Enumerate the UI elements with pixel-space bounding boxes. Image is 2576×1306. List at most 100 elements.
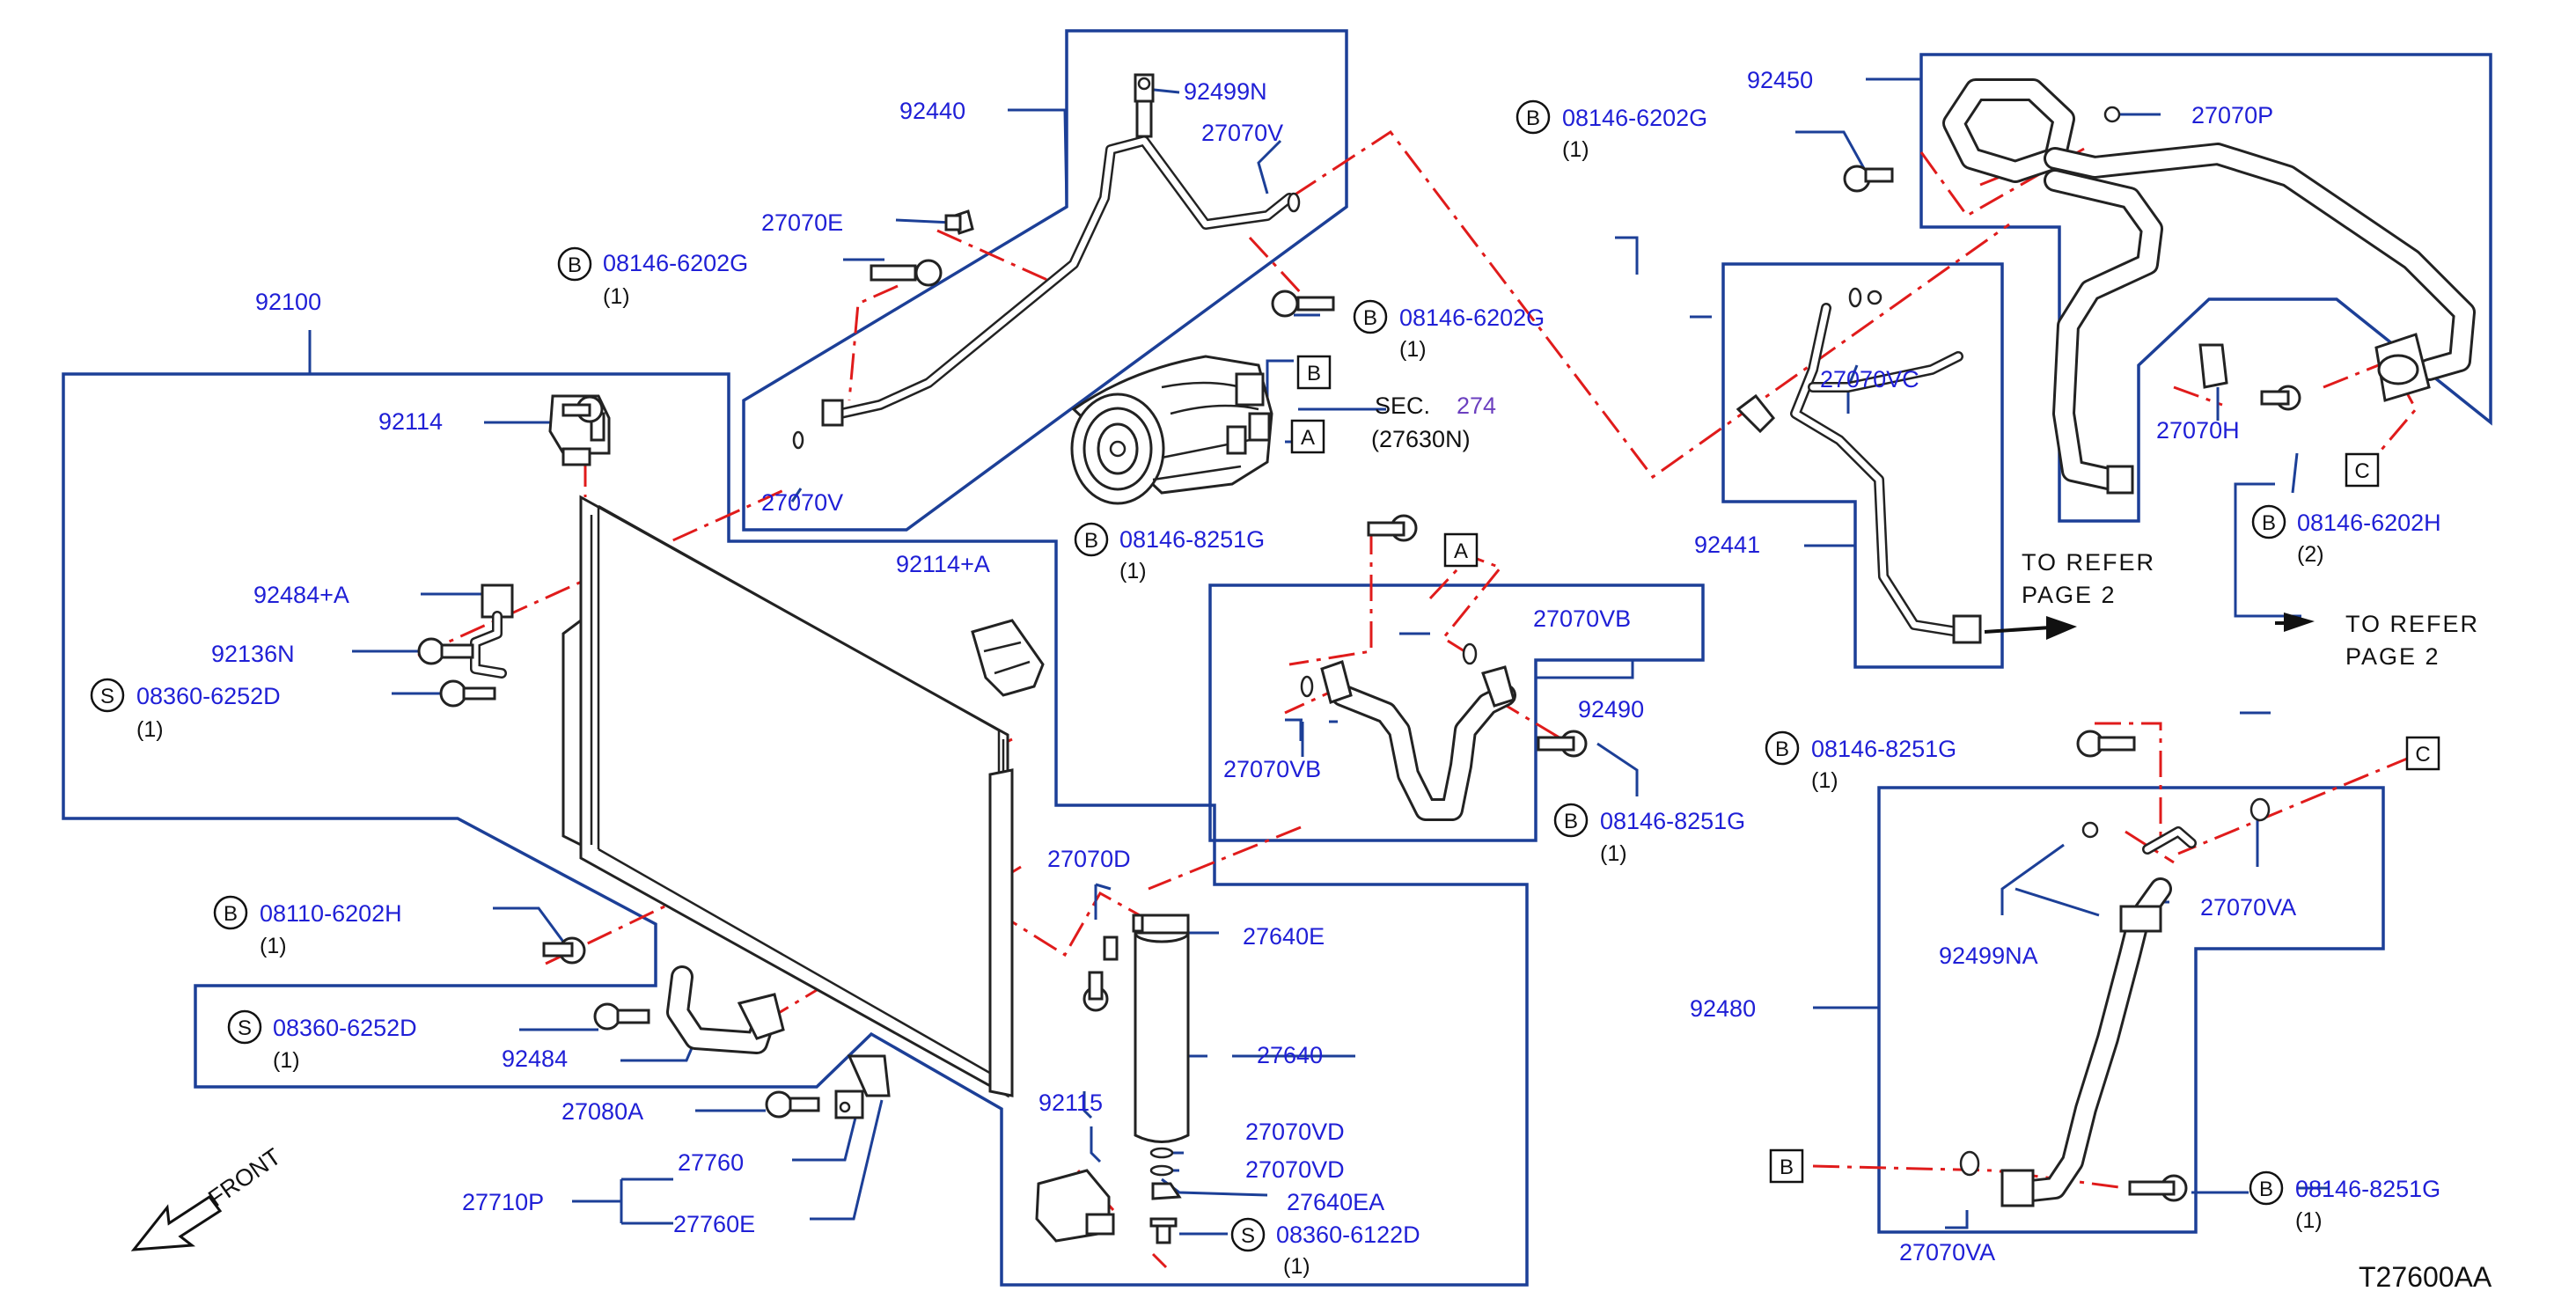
refer-notes: TO REFER PAGE 2 TO REFER PAGE 2 <box>1984 549 2479 670</box>
fastener-08146-6202g-top: B 08146-6202G (1) <box>1516 99 1707 162</box>
arrow-right-icon <box>1984 626 2051 634</box>
svg-text:(2): (2) <box>2297 542 2324 567</box>
svg-text:TO REFER: TO REFER <box>2022 549 2155 576</box>
o-rings <box>792 106 2271 1177</box>
label-27070v-top: 27070V <box>1201 120 1283 146</box>
label-92440: 92440 <box>899 98 965 124</box>
svg-text:08146-8251G: 08146-8251G <box>1811 736 1956 762</box>
label-27070vb-left: 27070VB <box>1223 756 1321 782</box>
pipe-92441 <box>1736 290 1982 644</box>
svg-text:(1): (1) <box>136 717 164 742</box>
label-27070vd-b: 27070VD <box>1245 1156 1345 1183</box>
svg-text:C: C <box>2354 459 2369 483</box>
svg-text:C: C <box>2415 743 2430 767</box>
compressor <box>1070 355 1273 505</box>
label-27080a: 27080A <box>561 1098 643 1125</box>
svg-text:A: A <box>1454 539 1468 563</box>
svg-text:(1): (1) <box>603 284 630 309</box>
svg-text:08146-8251G: 08146-8251G <box>2295 1176 2440 1202</box>
svg-text:B: B <box>2259 1178 2273 1201</box>
group-92441-outline <box>1721 262 2004 669</box>
svg-text:08360-6252D: 08360-6252D <box>273 1015 417 1041</box>
pipe-92450 <box>1942 78 2476 495</box>
bracket-92484 <box>666 965 785 1054</box>
front-indicator: FRONT <box>130 1143 286 1251</box>
svg-text:08146-8251G: 08146-8251G <box>1600 808 1745 834</box>
label-27710p: 27710P <box>462 1189 544 1215</box>
label-92450: 92450 <box>1747 67 1813 93</box>
fastener-08360-6252d-a: S 08360-6252D (1) <box>90 678 281 742</box>
label-92490: 92490 <box>1578 696 1644 723</box>
label-27070v-left: 27070V <box>761 489 843 516</box>
sensor-92115 <box>1035 1169 1115 1243</box>
callout-a-92490: A <box>1443 532 1479 568</box>
svg-text:(1): (1) <box>1600 841 1627 866</box>
hose-92480 <box>2000 821 2197 1207</box>
label-92114-a: 92114+A <box>896 551 990 577</box>
fastener-08146-8251g-upper: B 08146-8251G (1) <box>1765 730 1956 793</box>
label-27070vd-a: 27070VD <box>1245 1119 1345 1145</box>
svg-text:B: B <box>1084 529 1098 553</box>
group-92490-outline <box>1208 583 1705 842</box>
label-27760e: 27760E <box>673 1211 755 1237</box>
svg-text:B: B <box>1307 362 1321 385</box>
svg-text:B: B <box>1363 306 1377 330</box>
svg-text:(1): (1) <box>1283 1254 1310 1279</box>
condenser <box>561 495 1014 1098</box>
group-92440-outline <box>742 29 1348 532</box>
section-number: 274 <box>1457 393 1496 419</box>
callout-b-compressor: B <box>1296 355 1332 390</box>
label-27070va-bottom: 27070VA <box>1899 1239 1995 1266</box>
label-92499n: 92499N <box>1184 78 1267 105</box>
callout-c-92480: C <box>2405 736 2440 771</box>
svg-text:B: B <box>1775 737 1789 761</box>
svg-text:S: S <box>238 1016 252 1040</box>
svg-text:08146-6202G: 08146-6202G <box>603 250 748 276</box>
label-27070vc: 27070VC <box>1820 366 1919 393</box>
svg-text:08110-6202H: 08110-6202H <box>260 900 402 927</box>
fastener-08146-6202h-right: B 08146-6202H (2) <box>2251 504 2441 567</box>
group-outlines <box>62 29 2492 1287</box>
svg-text:B: B <box>224 902 238 926</box>
svg-text:(1): (1) <box>273 1048 300 1073</box>
hose-92490 <box>1320 660 1516 821</box>
label-27640: 27640 <box>1257 1042 1323 1068</box>
section-sub: (27630N) <box>1371 426 1471 452</box>
svg-text:B: B <box>568 253 582 277</box>
svg-text:S: S <box>100 685 114 708</box>
svg-text:(1): (1) <box>2295 1208 2323 1233</box>
callout-c-92450: C <box>2345 452 2380 488</box>
pipe-92440 <box>821 73 1295 427</box>
svg-text:08146-6202G: 08146-6202G <box>1562 105 1707 131</box>
svg-text:08360-6122D: 08360-6122D <box>1276 1222 1420 1248</box>
label-27640e: 27640E <box>1243 923 1325 950</box>
callout-boxes: B A A C C B <box>1290 355 2440 1184</box>
fastener-08360-6252d-b: S 08360-6252D (1) <box>227 1009 417 1073</box>
svg-text:(1): (1) <box>1811 768 1838 793</box>
svg-text:S: S <box>1241 1224 1255 1248</box>
svg-text:B: B <box>1564 810 1578 833</box>
svg-text:PAGE 2: PAGE 2 <box>2022 582 2117 608</box>
fastener-08146-6202g-mid: B 08146-6202G (1) <box>1353 299 1545 362</box>
svg-text:TO REFER: TO REFER <box>2345 611 2479 637</box>
bracket-92484a <box>470 583 514 679</box>
front-arrow-icon <box>130 1194 223 1251</box>
label-92484-a: 92484+A <box>253 582 349 608</box>
svg-text:08360-6252D: 08360-6252D <box>136 683 281 709</box>
label-27070d: 27070D <box>1047 846 1131 872</box>
group-92480-outline <box>1877 786 2385 1234</box>
fastener-08146-8251g-92490: B 08146-8251G (1) <box>1553 803 1745 866</box>
section-reference: SEC. 274 (27630N) <box>1371 393 1496 452</box>
section-prefix: SEC. <box>1375 393 1430 419</box>
svg-text:B: B <box>1780 1156 1794 1179</box>
label-27640ea: 27640EA <box>1287 1189 1384 1215</box>
label-92100: 92100 <box>255 289 321 315</box>
svg-text:(1): (1) <box>1562 137 1589 162</box>
svg-text:(1): (1) <box>260 934 287 958</box>
svg-text:08146-6202H: 08146-6202H <box>2297 510 2441 536</box>
label-92115: 92115 <box>1038 1090 1103 1116</box>
label-27760: 27760 <box>678 1149 744 1176</box>
group-92100-outline <box>62 372 1529 1287</box>
fastener-08146-8251g-compressor: B 08146-8251G (1) <box>1074 522 1265 583</box>
